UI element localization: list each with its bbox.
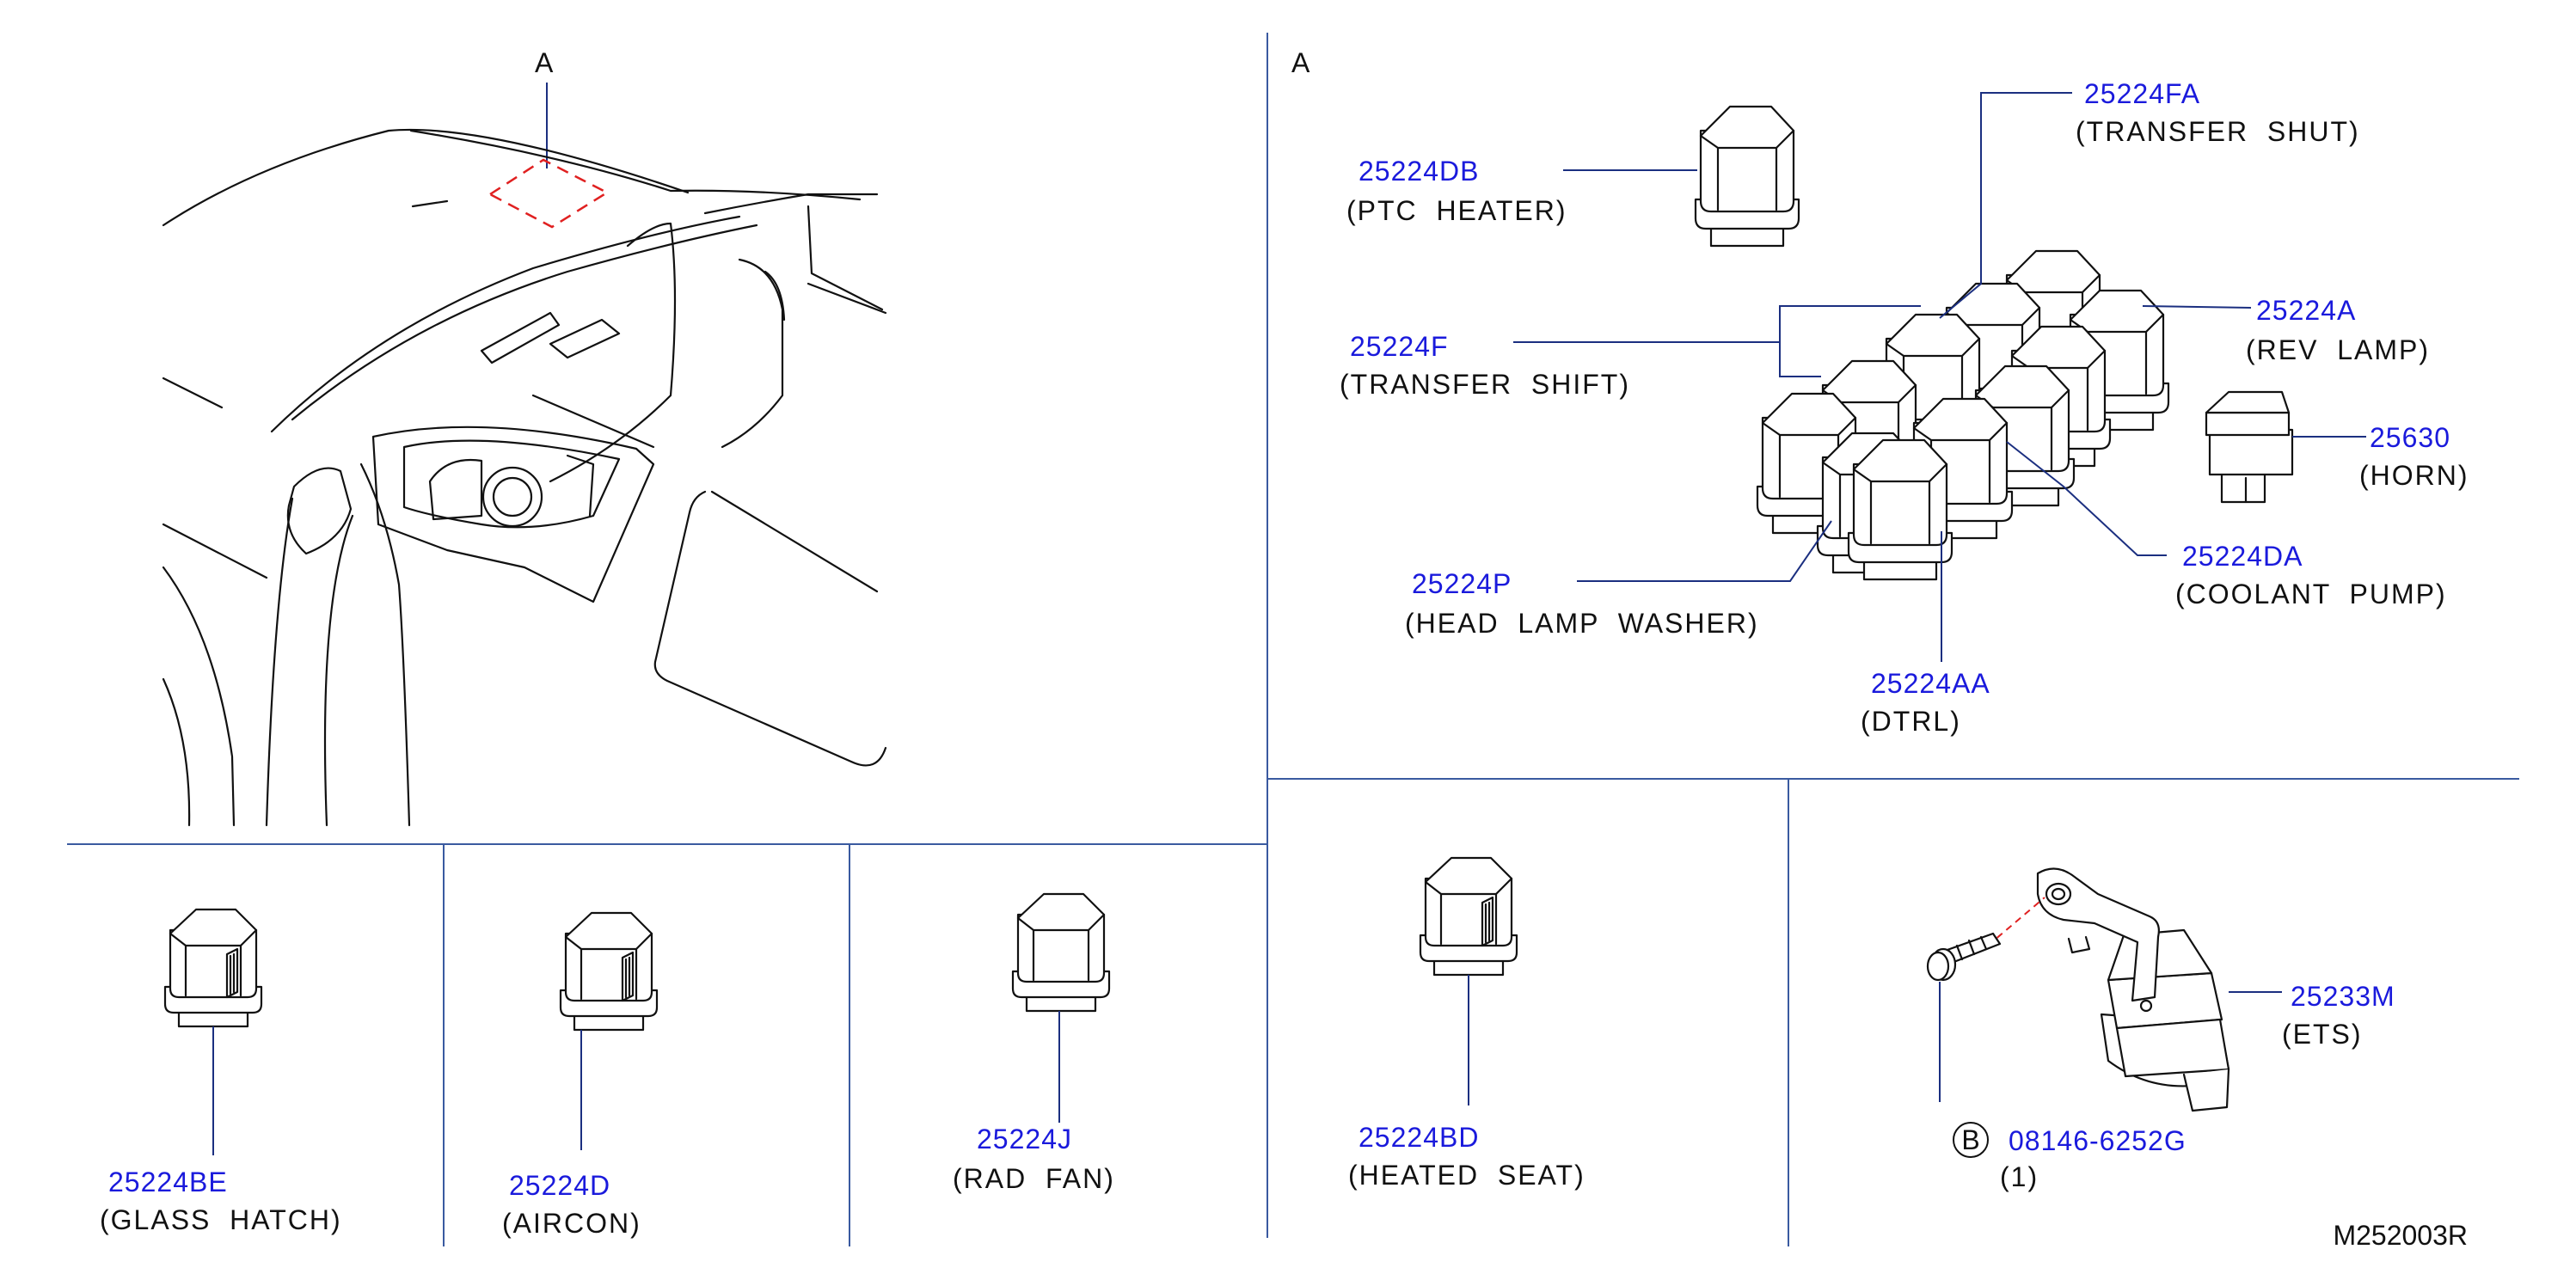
part-desc-25233M: (ETS) bbox=[2282, 1019, 2363, 1050]
relay-25630 bbox=[2205, 390, 2294, 504]
detail-view-label: A bbox=[1291, 47, 1310, 78]
part-number-25224AA[interactable]: 25224AA bbox=[1871, 668, 1990, 699]
part-number-25224D[interactable]: 25224D bbox=[509, 1170, 610, 1201]
part-desc-25224DA: (COOLANT PUMP) bbox=[2175, 579, 2447, 609]
part-desc-25224F: (TRANSFER SHIFT) bbox=[1340, 369, 1630, 400]
relay-25224J bbox=[1011, 892, 1111, 1013]
location-marker-icon bbox=[488, 158, 610, 229]
panel-dividers bbox=[67, 33, 2519, 1246]
part-number-08146-6252G[interactable]: 08146-6252G bbox=[2009, 1125, 2187, 1156]
part-number-25224J[interactable]: 25224J bbox=[977, 1124, 1072, 1154]
bolt-marker-letter: B bbox=[1961, 1124, 1979, 1155]
overview-view-label: A bbox=[535, 47, 554, 78]
drawing-number: M252003R bbox=[2333, 1220, 2468, 1251]
part-desc-25224FA: (TRANSFER SHUT) bbox=[2076, 116, 2360, 147]
bolt-marker-circle-icon bbox=[1953, 1122, 1989, 1158]
ets-relay-assembly bbox=[1926, 867, 2230, 1112]
part-number-25224BE[interactable]: 25224BE bbox=[108, 1167, 228, 1197]
part-desc-08146-6252G: (1) bbox=[2000, 1161, 2039, 1192]
part-desc-25224BE: (GLASS HATCH) bbox=[100, 1204, 342, 1235]
part-number-25224FA[interactable]: 25224FA bbox=[2084, 78, 2200, 109]
relay-25224BE bbox=[163, 908, 263, 1028]
part-number-25224DB[interactable]: 25224DB bbox=[1359, 156, 1479, 187]
part-number-25224F[interactable]: 25224F bbox=[1350, 331, 1449, 362]
part-number-25224A[interactable]: 25224A bbox=[2256, 295, 2356, 326]
part-desc-25224J: (RAD FAN) bbox=[953, 1163, 1115, 1194]
relay-cluster bbox=[1756, 249, 2170, 581]
part-desc-25630: (HORN) bbox=[2359, 460, 2469, 491]
part-number-25224P[interactable]: 25224P bbox=[1412, 568, 1512, 599]
part-desc-25224BD: (HEATED SEAT) bbox=[1348, 1160, 1585, 1191]
part-number-labels: 25224DB 25224FA 25224F 25224A 25630 2522… bbox=[108, 78, 2450, 1201]
part-number-25224BD[interactable]: 25224BD bbox=[1359, 1122, 1479, 1153]
part-number-25630[interactable]: 25630 bbox=[2370, 422, 2450, 453]
relay-25224BD bbox=[1419, 856, 1518, 977]
relay-25224D bbox=[559, 911, 659, 1032]
part-desc-25224P: (HEAD LAMP WASHER) bbox=[1405, 608, 1759, 639]
part-description-labels: (PTC HEATER) (TRANSFER SHUT) (TRANSFER S… bbox=[100, 116, 2469, 1239]
dashboard-overview-illustration bbox=[162, 83, 887, 827]
relay-25224DB bbox=[1694, 105, 1800, 248]
leader-lines bbox=[212, 92, 2366, 1155]
part-desc-25224A: (REV LAMP) bbox=[2246, 334, 2430, 365]
part-number-25224DA[interactable]: 25224DA bbox=[2182, 541, 2303, 572]
part-number-25233M[interactable]: 25233M bbox=[2291, 981, 2395, 1012]
part-desc-25224DB: (PTC HEATER) bbox=[1346, 195, 1567, 226]
part-desc-25224AA: (DTRL) bbox=[1861, 706, 1961, 737]
part-desc-25224D: (AIRCON) bbox=[502, 1208, 641, 1239]
